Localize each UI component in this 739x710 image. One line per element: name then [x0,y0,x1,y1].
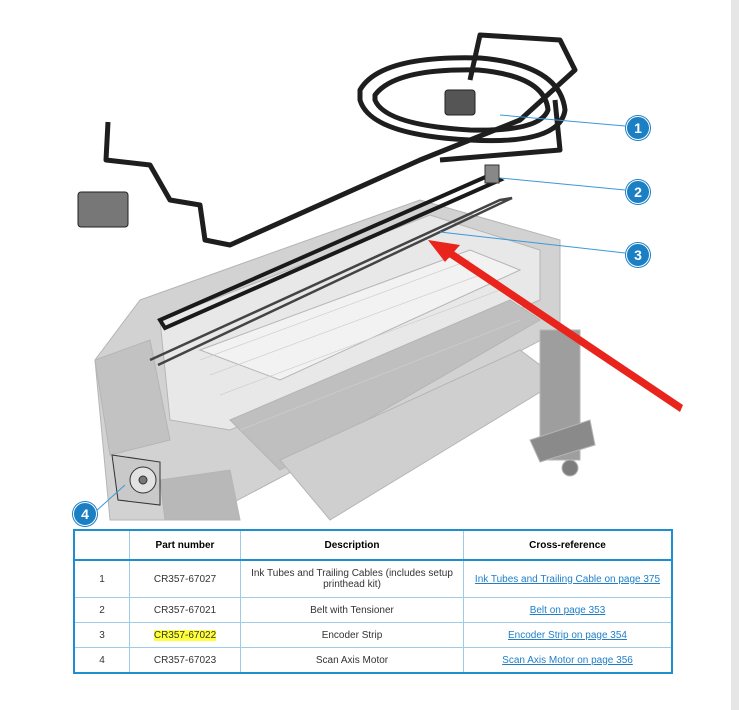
belt-part [157,172,505,331]
highlighted-part-number: CR357-67022 [153,629,217,641]
exploded-parts-illustration [77,32,683,521]
cross-reference-cell: Scan Axis Motor on page 356 [463,647,672,673]
belt-tensioner [484,164,500,184]
callout-4: 4 [73,502,97,526]
part-description: Ink Tubes and Trailing Cables (includes … [240,559,464,598]
printer-detail-lines [199,259,521,431]
part-description: Scan Axis Motor [240,647,464,673]
encoder-strip-part [149,196,513,367]
header-number [74,530,130,561]
table-row: 2 CR357-67021 Belt with Tensioner Belt o… [74,597,672,623]
part-description: Belt with Tensioner [240,597,464,623]
printhead-carriage [77,89,476,228]
parts-table: Part number Description Cross-reference … [73,529,673,674]
header-cross-reference: Cross-reference [463,530,672,561]
table-row: 4 CR357-67023 Scan Axis Motor Scan Axis … [74,647,672,673]
part-number: CR357-67023 [129,647,241,673]
row-number: 1 [74,559,130,598]
cross-reference-cell: Encoder Strip on page 354 [463,622,672,648]
page-scrollbar[interactable] [731,0,739,710]
callout-leaders [94,114,626,513]
red-arrow [428,240,683,412]
part-number-cell: CR357-67022 [129,622,241,648]
cross-reference-cell: Ink Tubes and Trailing Cable on page 375 [463,559,672,598]
row-number: 3 [74,622,130,648]
printer-body [94,199,596,521]
part-number: CR357-67021 [129,597,241,623]
cross-reference-link[interactable]: Encoder Strip on page 354 [508,629,627,641]
ink-tubes-part [103,32,578,248]
part-number: CR357-67027 [129,559,241,598]
header-part-number: Part number [129,530,241,561]
cross-reference-link[interactable]: Belt on page 353 [529,604,606,616]
row-number: 4 [74,647,130,673]
part-description: Encoder Strip [240,622,464,648]
table-header-row: Part number Description Cross-reference [74,530,672,561]
callout-3: 3 [626,243,650,267]
header-description: Description [240,530,464,561]
table-row: 1 CR357-67027 Ink Tubes and Trailing Cab… [74,559,672,598]
table-row: 3 CR357-67022 Encoder Strip Encoder Stri… [74,622,672,648]
row-number: 2 [74,597,130,623]
callout-2: 2 [626,180,650,204]
callout-1: 1 [626,116,650,140]
scan-axis-motor-part [111,454,161,506]
cross-reference-link[interactable]: Scan Axis Motor on page 356 [502,654,633,666]
cross-reference-link[interactable]: Ink Tubes and Trailing Cable on page 375 [474,573,661,585]
cross-reference-cell: Belt on page 353 [463,597,672,623]
